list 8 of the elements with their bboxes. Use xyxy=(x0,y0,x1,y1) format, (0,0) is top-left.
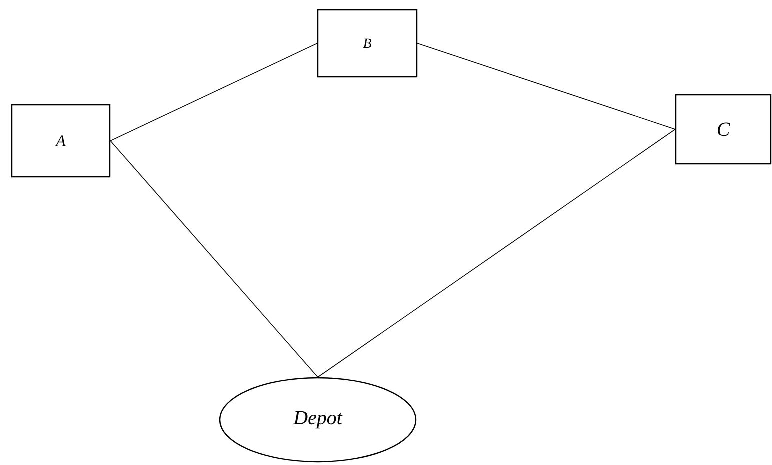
line xyxy=(110,43,318,142)
line xyxy=(417,43,676,130)
line xyxy=(110,140,318,378)
ellipse-node: Depot xyxy=(219,377,417,463)
line xyxy=(318,129,676,378)
box: B xyxy=(317,9,418,78)
box: C xyxy=(675,94,772,165)
box: A xyxy=(11,104,111,178)
